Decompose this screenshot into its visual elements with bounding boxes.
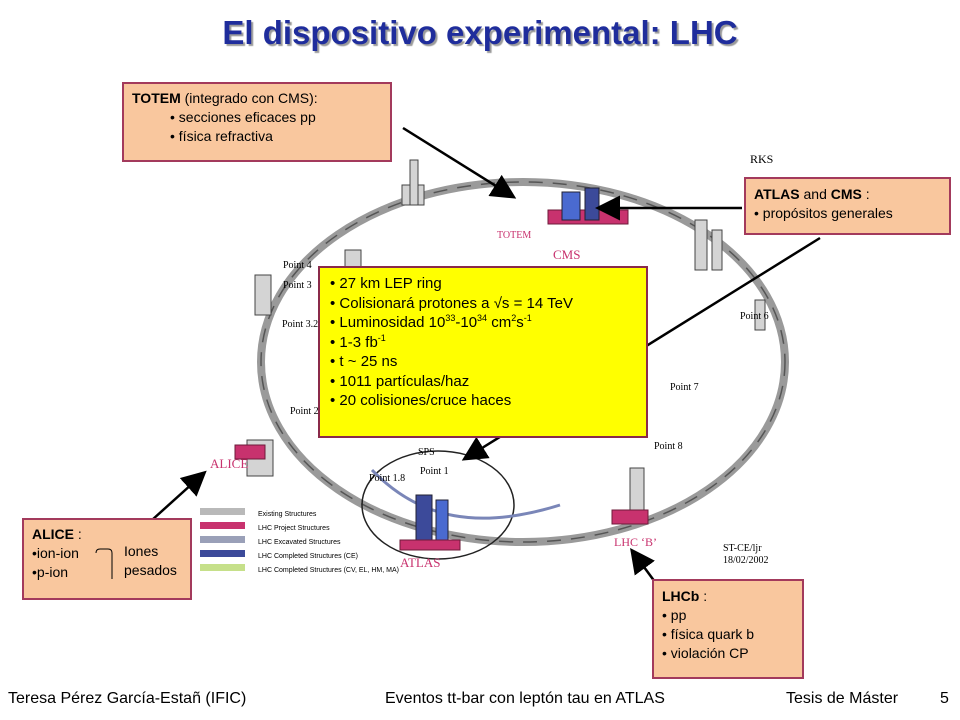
- totem-heading: TOTEM (integrado con CMS):: [132, 90, 318, 106]
- alice-group-iones: Iones: [124, 543, 159, 559]
- atlas-cms-heading: ATLAS and CMS :: [754, 186, 870, 202]
- map-label-totem: TOTEM: [497, 230, 531, 241]
- map-stamp-date: 18/02/2002: [723, 555, 769, 566]
- map-label-atlas: ATLAS: [400, 555, 440, 570]
- alice-box: ALICE : •ion-ion •p-ion Iones pesados: [22, 518, 192, 600]
- footer-talk-title: Eventos tt-bar con leptón tau en ATLAS: [385, 690, 665, 707]
- totem-item-1: • secciones eficaces pp: [170, 109, 316, 125]
- map-label-point6: Point 6: [740, 311, 769, 322]
- arrow-alice: [151, 470, 207, 521]
- map-stamp-author: ST-CE/ljr: [723, 543, 762, 554]
- map-label-point2: Point 2: [290, 406, 319, 417]
- map-label-alice: ALICE: [210, 456, 248, 471]
- totem-box: TOTEM (integrado con CMS): • secciones e…: [122, 82, 392, 162]
- map-label-lhcb: LHC ‘B’: [614, 535, 657, 549]
- param-ring: • 27 km LEP ring: [330, 275, 442, 292]
- lhc-ring-detail: [260, 181, 786, 543]
- sps-ring: [361, 450, 515, 560]
- lhcb-cavern: [611, 509, 649, 525]
- point4-tower: [409, 159, 419, 206]
- point5-tower-a: [694, 219, 708, 271]
- param-luminosity: • Luminosidad 1033-1034 cm2s-1: [330, 313, 532, 332]
- legend-existing: Existing Structures: [258, 511, 317, 518]
- atlas-cms-box: ATLAS and CMS : • propósitos generales: [744, 177, 951, 235]
- param-energy: • Colisionará protones a √s = 14 TeV: [330, 294, 573, 312]
- alice-group-pesados: pesados: [124, 562, 177, 578]
- atlas-cavern: [399, 494, 461, 551]
- map-label-point3: Point 3: [283, 280, 312, 291]
- totem-item-2: • física refractiva: [170, 128, 273, 144]
- footer-author: Teresa Pérez García-Estañ (IFIC): [8, 690, 247, 707]
- point3-building: [254, 274, 272, 316]
- transfer-line: [370, 468, 561, 520]
- legend-project: LHC Project Structures: [258, 525, 330, 532]
- map-legend: Existing Structures LHC Project Structur…: [200, 508, 399, 574]
- legend-completed-other: LHC Completed Structures (CV, EL, HM, MA…: [258, 567, 399, 574]
- lhcb-heading: LHCb :: [662, 588, 708, 604]
- alice-item-p-ion: •p-ion: [32, 564, 69, 580]
- lhc-parameters-box: • 27 km LEP ring • Colisionará protones …: [318, 266, 648, 438]
- legend-completed-ce: LHC Completed Structures (CE): [258, 553, 358, 560]
- param-integrated-lumi: • 1-3 fb-1: [330, 332, 386, 351]
- map-label-point4: Point 4: [283, 260, 312, 271]
- map-label-point18: Point 1.8: [369, 473, 405, 484]
- lhcb-item-2: • física quark b: [662, 626, 755, 642]
- alice-heading: ALICE :: [32, 526, 82, 542]
- alice-item-ion-ion: •ion-ion: [32, 545, 79, 561]
- slide-title: El dispositivo experimental: LHC: [222, 14, 738, 51]
- map-label-point1: Point 1: [420, 466, 449, 477]
- atlas-cms-item-1: • propósitos generales: [754, 205, 893, 221]
- map-label-sps: SPS: [418, 447, 435, 458]
- alice-cavern: [234, 444, 266, 460]
- map-label-cms: CMS: [553, 247, 580, 262]
- map-label-rks: RKS: [750, 152, 773, 166]
- param-bunch-spacing: • t ~ 25 ns: [330, 353, 398, 370]
- param-collisions: • 20 colisiones/cruce haces: [330, 392, 512, 409]
- point6-building: [754, 299, 766, 331]
- lhcb-box: LHCb : • pp • física quark b • violación…: [652, 579, 804, 679]
- alice-items: •ion-ion •p-ion Iones pesados: [32, 543, 190, 584]
- map-label-point8: Point 8: [654, 441, 683, 452]
- arrow-lhcb: [630, 547, 657, 583]
- alice-bracket: [95, 548, 113, 579]
- footer-thesis: Tesis de Máster: [786, 690, 899, 707]
- map-label-point7: Point 7: [670, 382, 699, 393]
- footer-page-number: 5: [940, 690, 949, 707]
- legend-excavated: LHC Excavated Structures: [258, 539, 341, 546]
- map-label-point32: Point 3.2: [282, 319, 318, 330]
- param-particles: • 1011 partículas/haz: [330, 372, 470, 390]
- point5-tower-b: [711, 229, 723, 271]
- arrow-totem: [402, 126, 517, 199]
- lhcb-item-3: • violación CP: [662, 645, 749, 661]
- lhcb-item-1: • pp: [662, 607, 687, 623]
- point8-tower: [629, 467, 645, 511]
